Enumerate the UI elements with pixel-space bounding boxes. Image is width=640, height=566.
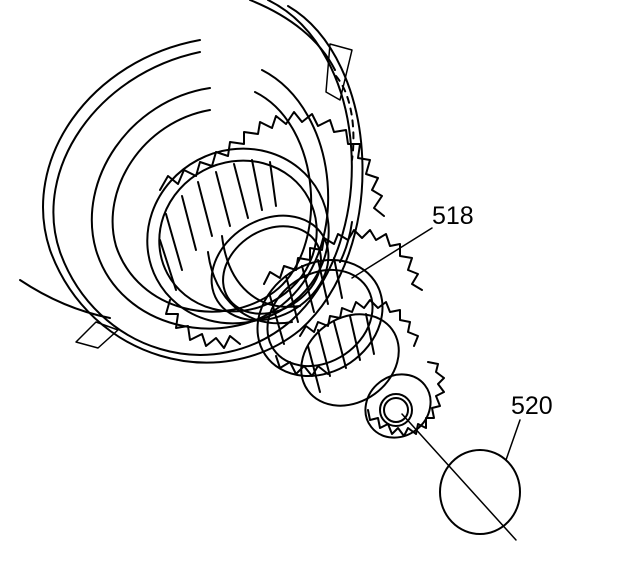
leader-line-518	[351, 227, 433, 279]
callout-518: 518	[432, 202, 474, 230]
center-axis-line	[401, 413, 517, 541]
round-plug-disc	[439, 449, 521, 535]
shaft-tip	[364, 361, 445, 439]
callout-520: 520	[511, 392, 553, 420]
leader-line-520	[505, 419, 521, 461]
small-spline-gear	[256, 229, 423, 378]
hub-collar	[207, 214, 330, 325]
shaft-bore	[379, 393, 413, 427]
shaft-end-spline	[299, 299, 419, 407]
large-spline-gear	[146, 111, 385, 349]
